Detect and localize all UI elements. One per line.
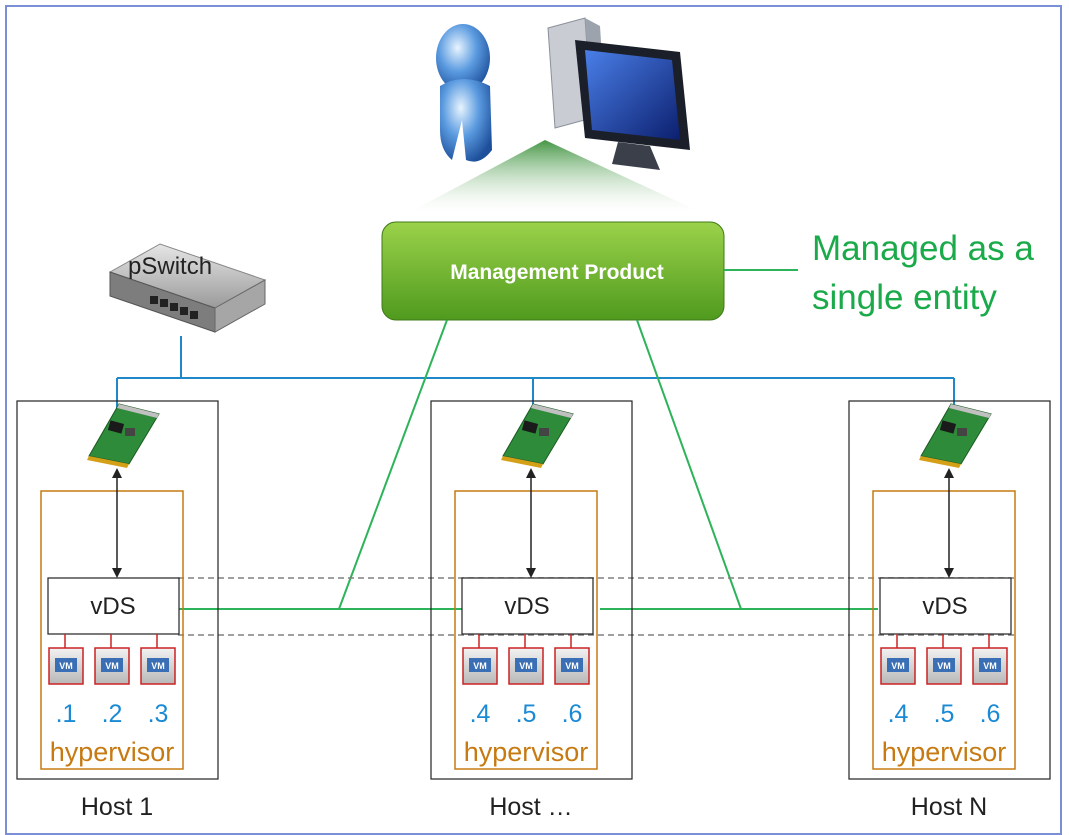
hypervisor-label: hypervisor [464,737,589,767]
vm-ip-label: .4 [470,700,491,728]
host-name: Host 1 [81,793,153,821]
network-card-icon [501,403,574,468]
management-caption-line2: single entity [812,278,997,317]
vm-ip-label: .6 [562,700,583,728]
computer-icon [547,17,690,170]
vm-label: VM [565,661,579,671]
vm-label: VM [105,661,119,671]
network-card-icon [87,403,160,468]
vds-label: vDS [90,593,135,620]
vm-label: VM [891,661,905,671]
vm-icon[interactable]: VM [554,647,590,685]
vds-switch[interactable]: vDS [47,577,180,635]
network-card-icon [919,403,992,468]
host-box [430,400,633,780]
host-name: Host … [489,793,572,821]
vm-ip-label: .1 [56,700,77,728]
vm-label: VM [519,661,533,671]
vds-switch[interactable]: vDS [461,577,594,635]
vm-ip-label: .4 [888,700,909,728]
vds-distributed-boundary [178,577,1018,636]
vds-switch[interactable]: vDS [879,577,1012,635]
vm-icon[interactable]: VM [140,647,176,685]
host-2: vDS VM .4 VM .5 VM .6 hypervisorHost … [430,400,633,821]
network-switch-icon [108,243,267,333]
pswitch-label: pSwitch [128,253,212,280]
management-apex [410,140,700,212]
vds-label: vDS [922,593,967,620]
hypervisor-label: hypervisor [882,737,1007,767]
vm-icon[interactable]: VM [880,647,916,685]
host-box [848,400,1051,780]
vm-label: VM [59,661,73,671]
vm-label: VM [151,661,165,671]
vm-icon[interactable]: VM [508,647,544,685]
hypervisor-box [872,490,1016,770]
vm-label: VM [473,661,487,671]
management-product-box[interactable]: Management Product [381,221,725,321]
vm-ip-label: .3 [148,700,169,728]
host-name: Host N [911,793,987,821]
hypervisor-label: hypervisor [50,737,175,767]
vm-ip-label: .2 [102,700,123,728]
management-links [178,319,878,610]
vm-ip-label: .5 [934,700,955,728]
vm-ip-label: .5 [516,700,537,728]
host-box [16,400,219,780]
management-product-label: Management Product [450,261,664,284]
vm-icon[interactable]: VM [926,647,962,685]
vm-icon[interactable]: VM [94,647,130,685]
management-caption-line1: Managed as a [812,229,1034,268]
vm-label: VM [983,661,997,671]
hypervisor-box [40,490,184,770]
vm-label: VM [937,661,951,671]
user-icon [436,24,492,162]
hypervisor-box [454,490,598,770]
vm-ip-label: .6 [980,700,1001,728]
vds-label: vDS [504,593,549,620]
vm-icon[interactable]: VM [972,647,1008,685]
vm-icon[interactable]: VM [48,647,84,685]
vm-icon[interactable]: VM [462,647,498,685]
